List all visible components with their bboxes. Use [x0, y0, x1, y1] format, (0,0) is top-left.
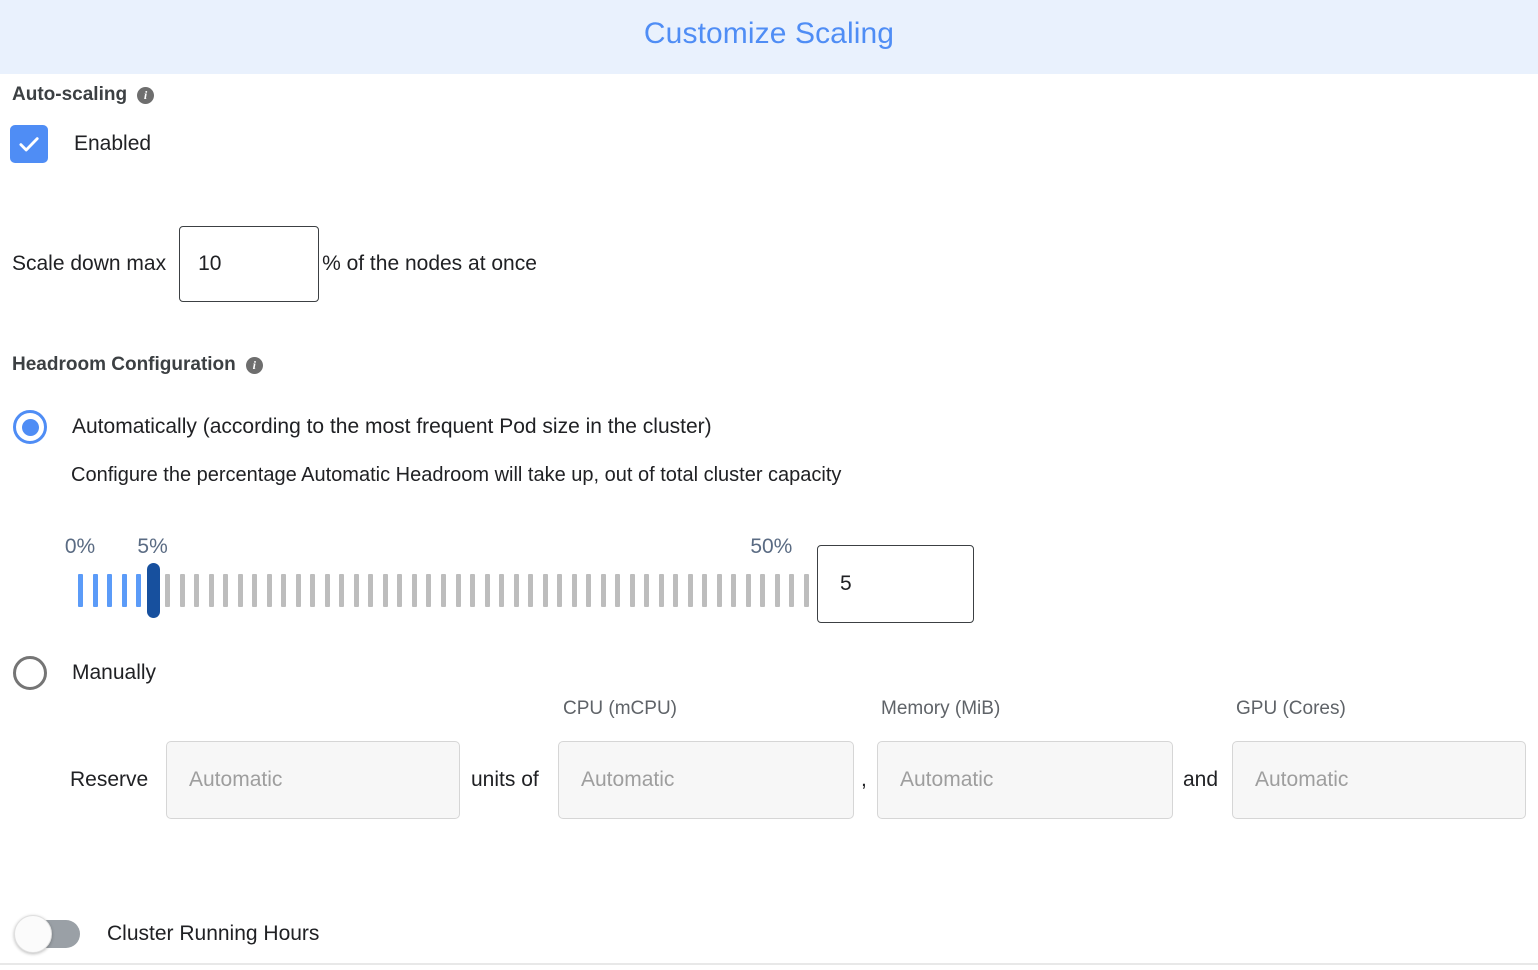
cluster-running-hours-label: Cluster Running Hours	[107, 922, 320, 945]
headroom-section-label: Headroom Configuration i	[12, 354, 263, 376]
slider-tick[interactable]	[339, 574, 345, 607]
slider-tick[interactable]	[223, 574, 229, 607]
slider-min-label: 0%	[64, 535, 96, 558]
column-header-cpu: CPU (mCPU)	[563, 698, 677, 719]
slider-tick[interactable]	[586, 574, 592, 607]
reserve-memory-input[interactable]	[877, 741, 1173, 819]
headroom-automatic-description: Configure the percentage Automatic Headr…	[71, 464, 842, 486]
check-icon	[19, 137, 39, 152]
reserve-gpu-input[interactable]	[1232, 741, 1526, 819]
slider-tick[interactable]	[92, 574, 98, 607]
cluster-running-hours-toggle[interactable]	[14, 915, 80, 953]
slider-track[interactable]	[78, 574, 809, 607]
slider-tick[interactable]	[629, 574, 635, 607]
scale-down-max-input[interactable]	[179, 226, 320, 302]
slider-tick[interactable]	[687, 574, 693, 607]
units-of-separator: units of	[471, 768, 539, 791]
toggle-knob	[14, 915, 52, 953]
slider-tick[interactable]	[760, 574, 766, 607]
scale-down-max-suffix: % of the nodes at once	[322, 252, 537, 275]
slider-tick[interactable]	[731, 574, 737, 607]
cluster-running-hours-row[interactable]: Cluster Running Hours	[14, 915, 320, 953]
slider-tick[interactable]	[513, 574, 519, 607]
and-separator: and	[1183, 768, 1219, 791]
autoscaling-enabled-checkbox[interactable]	[10, 125, 48, 163]
slider-tick[interactable]	[179, 574, 185, 607]
slider-tick[interactable]	[295, 574, 301, 607]
slider-max-label: 50%	[750, 535, 793, 558]
page-title: Customize Scaling	[643, 17, 895, 50]
slider-tick[interactable]	[310, 574, 316, 607]
comma-separator: ,	[861, 768, 867, 791]
autoscaling-enabled-label: Enabled	[74, 132, 152, 155]
slider-tick[interactable]	[266, 574, 272, 607]
scale-down-max-row: Scale down max % of the nodes at once	[12, 226, 537, 302]
slider-tick[interactable]	[324, 574, 330, 607]
radio-automatic[interactable]	[13, 410, 47, 444]
slider-tick[interactable]	[470, 574, 476, 607]
headroom-manual-label: Manually	[72, 661, 157, 684]
slider-tick[interactable]	[804, 574, 809, 607]
slider-tick[interactable]	[644, 574, 650, 607]
slider-tick[interactable]	[745, 574, 751, 607]
headroom-automatic-label: Automatically (according to the most fre…	[72, 415, 712, 438]
slider-tick[interactable]	[528, 574, 534, 607]
slider-tick[interactable]	[658, 574, 664, 607]
reserve-cpu-input[interactable]	[558, 741, 854, 819]
slider-tick[interactable]	[121, 574, 127, 607]
slider-tick[interactable]	[368, 574, 374, 607]
slider-tick[interactable]	[702, 574, 708, 607]
slider-current-label: 5%	[137, 535, 168, 558]
autoscaling-section-label-text: Auto-scaling	[12, 84, 128, 105]
slider-tick[interactable]	[194, 574, 200, 607]
headroom-automatic-option[interactable]: Automatically (according to the most fre…	[13, 410, 712, 444]
slider-tick[interactable]	[426, 574, 432, 607]
slider-tick[interactable]	[716, 574, 722, 607]
column-header-memory: Memory (MiB)	[881, 698, 1001, 719]
scale-down-max-label: Scale down max	[12, 252, 167, 275]
autoscaling-enabled-row[interactable]: Enabled	[10, 125, 151, 163]
slider-tick[interactable]	[397, 574, 403, 607]
slider-tick[interactable]	[600, 574, 606, 607]
reserve-units-input[interactable]	[166, 741, 460, 819]
slider-tick[interactable]	[774, 574, 780, 607]
slider-tick[interactable]	[281, 574, 287, 607]
panel-header: Customize Scaling	[0, 0, 1538, 74]
slider-tick[interactable]	[789, 574, 795, 607]
slider-tick[interactable]	[252, 574, 258, 607]
headroom-section-label-text: Headroom Configuration	[12, 354, 236, 375]
slider-tick[interactable]	[441, 574, 446, 607]
autoscaling-section-label: Auto-scaling i	[12, 84, 155, 106]
slider-thumb[interactable]	[146, 563, 160, 618]
slider-tick[interactable]	[136, 574, 142, 607]
slider-tick[interactable]	[455, 574, 461, 607]
radio-selected-dot	[21, 418, 39, 436]
slider-tick[interactable]	[411, 574, 417, 607]
slider-tick[interactable]	[484, 574, 490, 607]
headroom-percentage-input[interactable]	[817, 545, 974, 623]
slider-tick[interactable]	[571, 574, 577, 607]
slider-tick[interactable]	[165, 574, 171, 607]
column-header-gpu: GPU (Cores)	[1236, 698, 1346, 719]
reserve-label: Reserve	[70, 768, 149, 791]
slider-tick[interactable]	[208, 574, 214, 607]
info-icon[interactable]: i	[137, 86, 155, 104]
slider-tick[interactable]	[107, 574, 113, 607]
slider-tick[interactable]	[615, 574, 621, 607]
bottom-divider	[0, 963, 1538, 965]
slider-tick[interactable]	[237, 574, 243, 607]
info-icon[interactable]: i	[245, 356, 263, 374]
slider-tick[interactable]	[557, 574, 563, 607]
radio-manual[interactable]	[13, 656, 47, 690]
slider-tick[interactable]	[78, 574, 83, 607]
headroom-manual-option[interactable]: Manually	[13, 656, 156, 690]
slider-tick[interactable]	[382, 574, 388, 607]
slider-tick[interactable]	[499, 574, 505, 607]
slider-tick[interactable]	[673, 574, 679, 607]
slider-tick[interactable]	[542, 574, 548, 607]
slider-tick[interactable]	[353, 574, 359, 607]
